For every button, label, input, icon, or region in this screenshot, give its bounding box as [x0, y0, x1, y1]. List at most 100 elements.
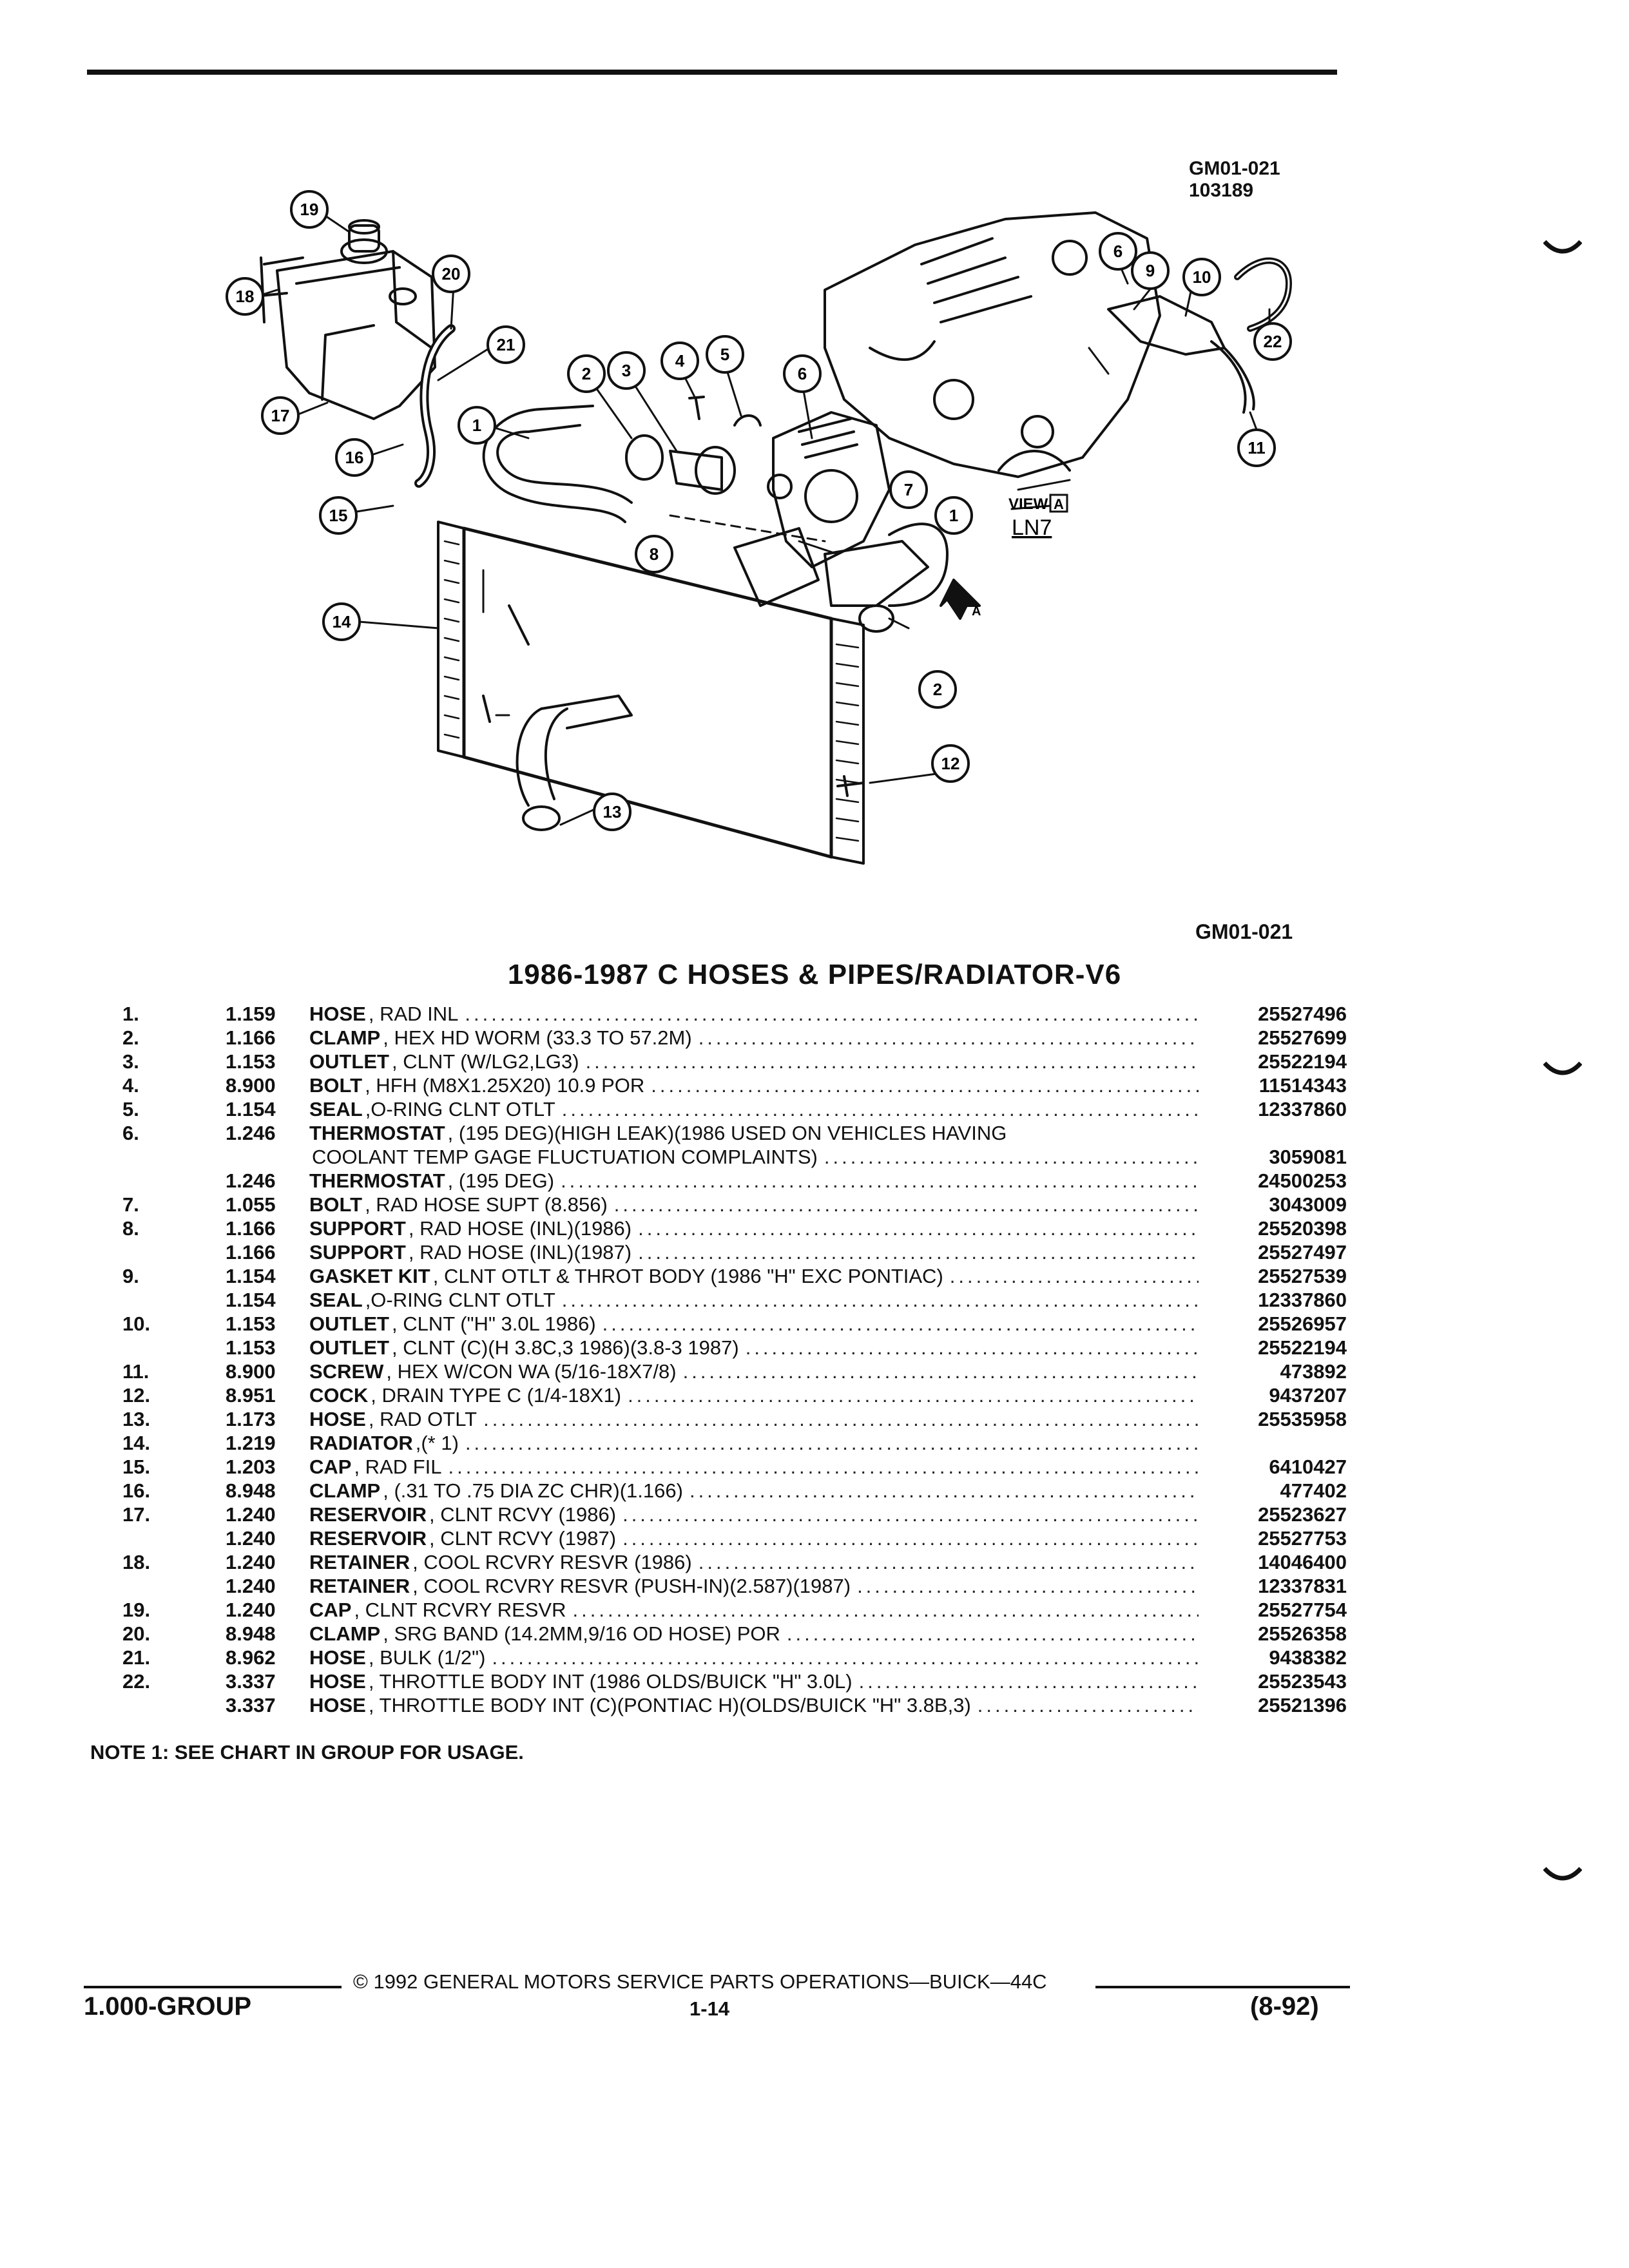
- group-number: 1.055: [226, 1193, 276, 1216]
- ref-number: 21.: [122, 1646, 151, 1669]
- ref-number: 17.: [122, 1503, 151, 1526]
- description: RESERVOIR, CLNT RCVY (1986).............…: [309, 1503, 1199, 1526]
- dot-leader: ........................................…: [628, 1384, 1199, 1407]
- part-number: 25535958: [1258, 1408, 1347, 1430]
- part-number: 3059081: [1269, 1146, 1347, 1168]
- description: RADIATOR,(* 1)..........................…: [309, 1431, 1199, 1455]
- group-number: 1.154: [226, 1289, 276, 1311]
- callout-2: 2: [567, 354, 606, 393]
- group-number: 1.246: [226, 1122, 276, 1144]
- group-number: 3.337: [226, 1694, 276, 1716]
- radiator: [437, 521, 865, 865]
- part-number: 477402: [1280, 1479, 1347, 1502]
- svg-text:1: 1: [472, 416, 481, 435]
- group-number: 8.900: [226, 1360, 276, 1383]
- group-number: 1.154: [226, 1098, 276, 1120]
- callout-10: 10: [1182, 258, 1221, 296]
- svg-text:4: 4: [675, 351, 685, 370]
- part-number: 25520398: [1258, 1217, 1347, 1240]
- ref-number: 4.: [122, 1074, 139, 1097]
- dot-leader: ........................................…: [949, 1265, 1199, 1287]
- description: BOLT, RAD HOSE SUPT (8.856).............…: [309, 1193, 1199, 1216]
- group-number: 1.240: [226, 1599, 276, 1621]
- callout-19: 19: [290, 190, 329, 229]
- dot-leader: ........................................…: [651, 1074, 1199, 1097]
- dot-leader: ........................................…: [858, 1670, 1199, 1693]
- part-number: 6410427: [1269, 1456, 1347, 1478]
- svg-text:5: 5: [720, 345, 729, 364]
- description: RETAINER, COOL RCVRY RESVR (1986).......…: [309, 1551, 1199, 1573]
- callout-8: 8: [635, 535, 673, 573]
- part-number: 25522194: [1258, 1050, 1347, 1073]
- callout-22: 22: [1253, 322, 1292, 361]
- group-number: 1.153: [226, 1336, 276, 1359]
- callout-2b: 2: [918, 670, 957, 709]
- description: SEAL,O-RING CLNT OTLT...................…: [309, 1097, 1199, 1121]
- description: CAP, CLNT RCVRY RESVR...................…: [309, 1598, 1199, 1622]
- dot-leader: ........................................…: [698, 1026, 1199, 1049]
- view-arrow: [940, 579, 981, 620]
- description: OUTLET, CLNT ("H" 3.0L 1986)............…: [309, 1312, 1199, 1335]
- description: RESERVOIR, CLNT RCVY (1987).............…: [309, 1526, 1199, 1550]
- callout-1b: 1: [934, 496, 973, 535]
- dot-leader: ........................................…: [824, 1146, 1199, 1168]
- part-number: 25526358: [1258, 1622, 1347, 1645]
- callout-18: 18: [226, 277, 264, 316]
- group-number: 1.203: [226, 1456, 276, 1478]
- dot-leader: ........................................…: [561, 1098, 1199, 1120]
- callout-3: 3: [607, 351, 646, 390]
- page-title: 1986-1987 C HOSES & PIPES/RADIATOR-V6: [507, 959, 1122, 990]
- group-number: 1.240: [226, 1527, 276, 1550]
- dot-leader: ........................................…: [465, 1003, 1199, 1025]
- callout-5: 5: [706, 335, 744, 374]
- description: CLAMP, (.31 TO .75 DIA ZC CHR)(1.166)...…: [309, 1479, 1199, 1502]
- svg-text:13: 13: [603, 802, 622, 822]
- part-number: 473892: [1280, 1360, 1347, 1383]
- ref-number: 5.: [122, 1098, 139, 1120]
- group-number: 1.166: [226, 1241, 276, 1264]
- ref-number: 6.: [122, 1122, 139, 1144]
- usage-note: NOTE 1: SEE CHART IN GROUP FOR USAGE.: [90, 1741, 524, 1763]
- parts-row: 1.240 RESERVOIR, CLNT RCVY (1987)........…: [122, 1526, 1347, 1550]
- figure-id-top: GM01-021 103189: [1189, 158, 1280, 202]
- clamp-and-outlet: [625, 434, 793, 499]
- description: HOSE, BULK (1/2").......................…: [309, 1646, 1199, 1669]
- parts-row: 21. 8.962 HOSE, BULK (1/2")...............…: [122, 1646, 1347, 1669]
- group-number: 8.948: [226, 1479, 276, 1502]
- parts-row: 5. 1.154 SEAL,O-RING CLNT OTLT............…: [122, 1097, 1347, 1121]
- parts-row: 11. 8.900 SCREW, HEX W/CON WA (5/16-18X7/8…: [122, 1360, 1347, 1383]
- part-number: 25527754: [1258, 1599, 1347, 1621]
- bolt: [688, 396, 705, 420]
- callout-14: 14: [322, 602, 361, 641]
- group-number: 8.962: [226, 1646, 276, 1669]
- ref-number: 12.: [122, 1384, 151, 1407]
- description: COCK, DRAIN TYPE C (1/4-18X1)...........…: [309, 1384, 1199, 1407]
- dot-leader: ........................................…: [483, 1408, 1199, 1430]
- part-number: 25527753: [1258, 1527, 1347, 1550]
- dot-leader: ........................................…: [622, 1503, 1199, 1526]
- description: SEAL,O-RING CLNT OTLT...................…: [309, 1288, 1199, 1312]
- dot-leader: ........................................…: [786, 1622, 1199, 1645]
- dot-leader: ........................................…: [638, 1241, 1199, 1264]
- svg-text:14: 14: [333, 612, 351, 631]
- svg-text:15: 15: [329, 506, 348, 525]
- ref-number: 15.: [122, 1456, 151, 1478]
- callout-17: 17: [261, 396, 300, 435]
- ref-number: 11.: [122, 1360, 149, 1383]
- group-number: 1.246: [226, 1169, 276, 1192]
- description: SCREW, HEX W/CON WA (5/16-18X7/8).......…: [309, 1360, 1199, 1383]
- description: CLAMP, HEX HD WORM (33.3 TO 57.2M)......…: [309, 1026, 1199, 1049]
- part-number: 25521396: [1258, 1694, 1347, 1716]
- callout-6: 6: [783, 354, 822, 393]
- part-number: 25527699: [1258, 1026, 1347, 1049]
